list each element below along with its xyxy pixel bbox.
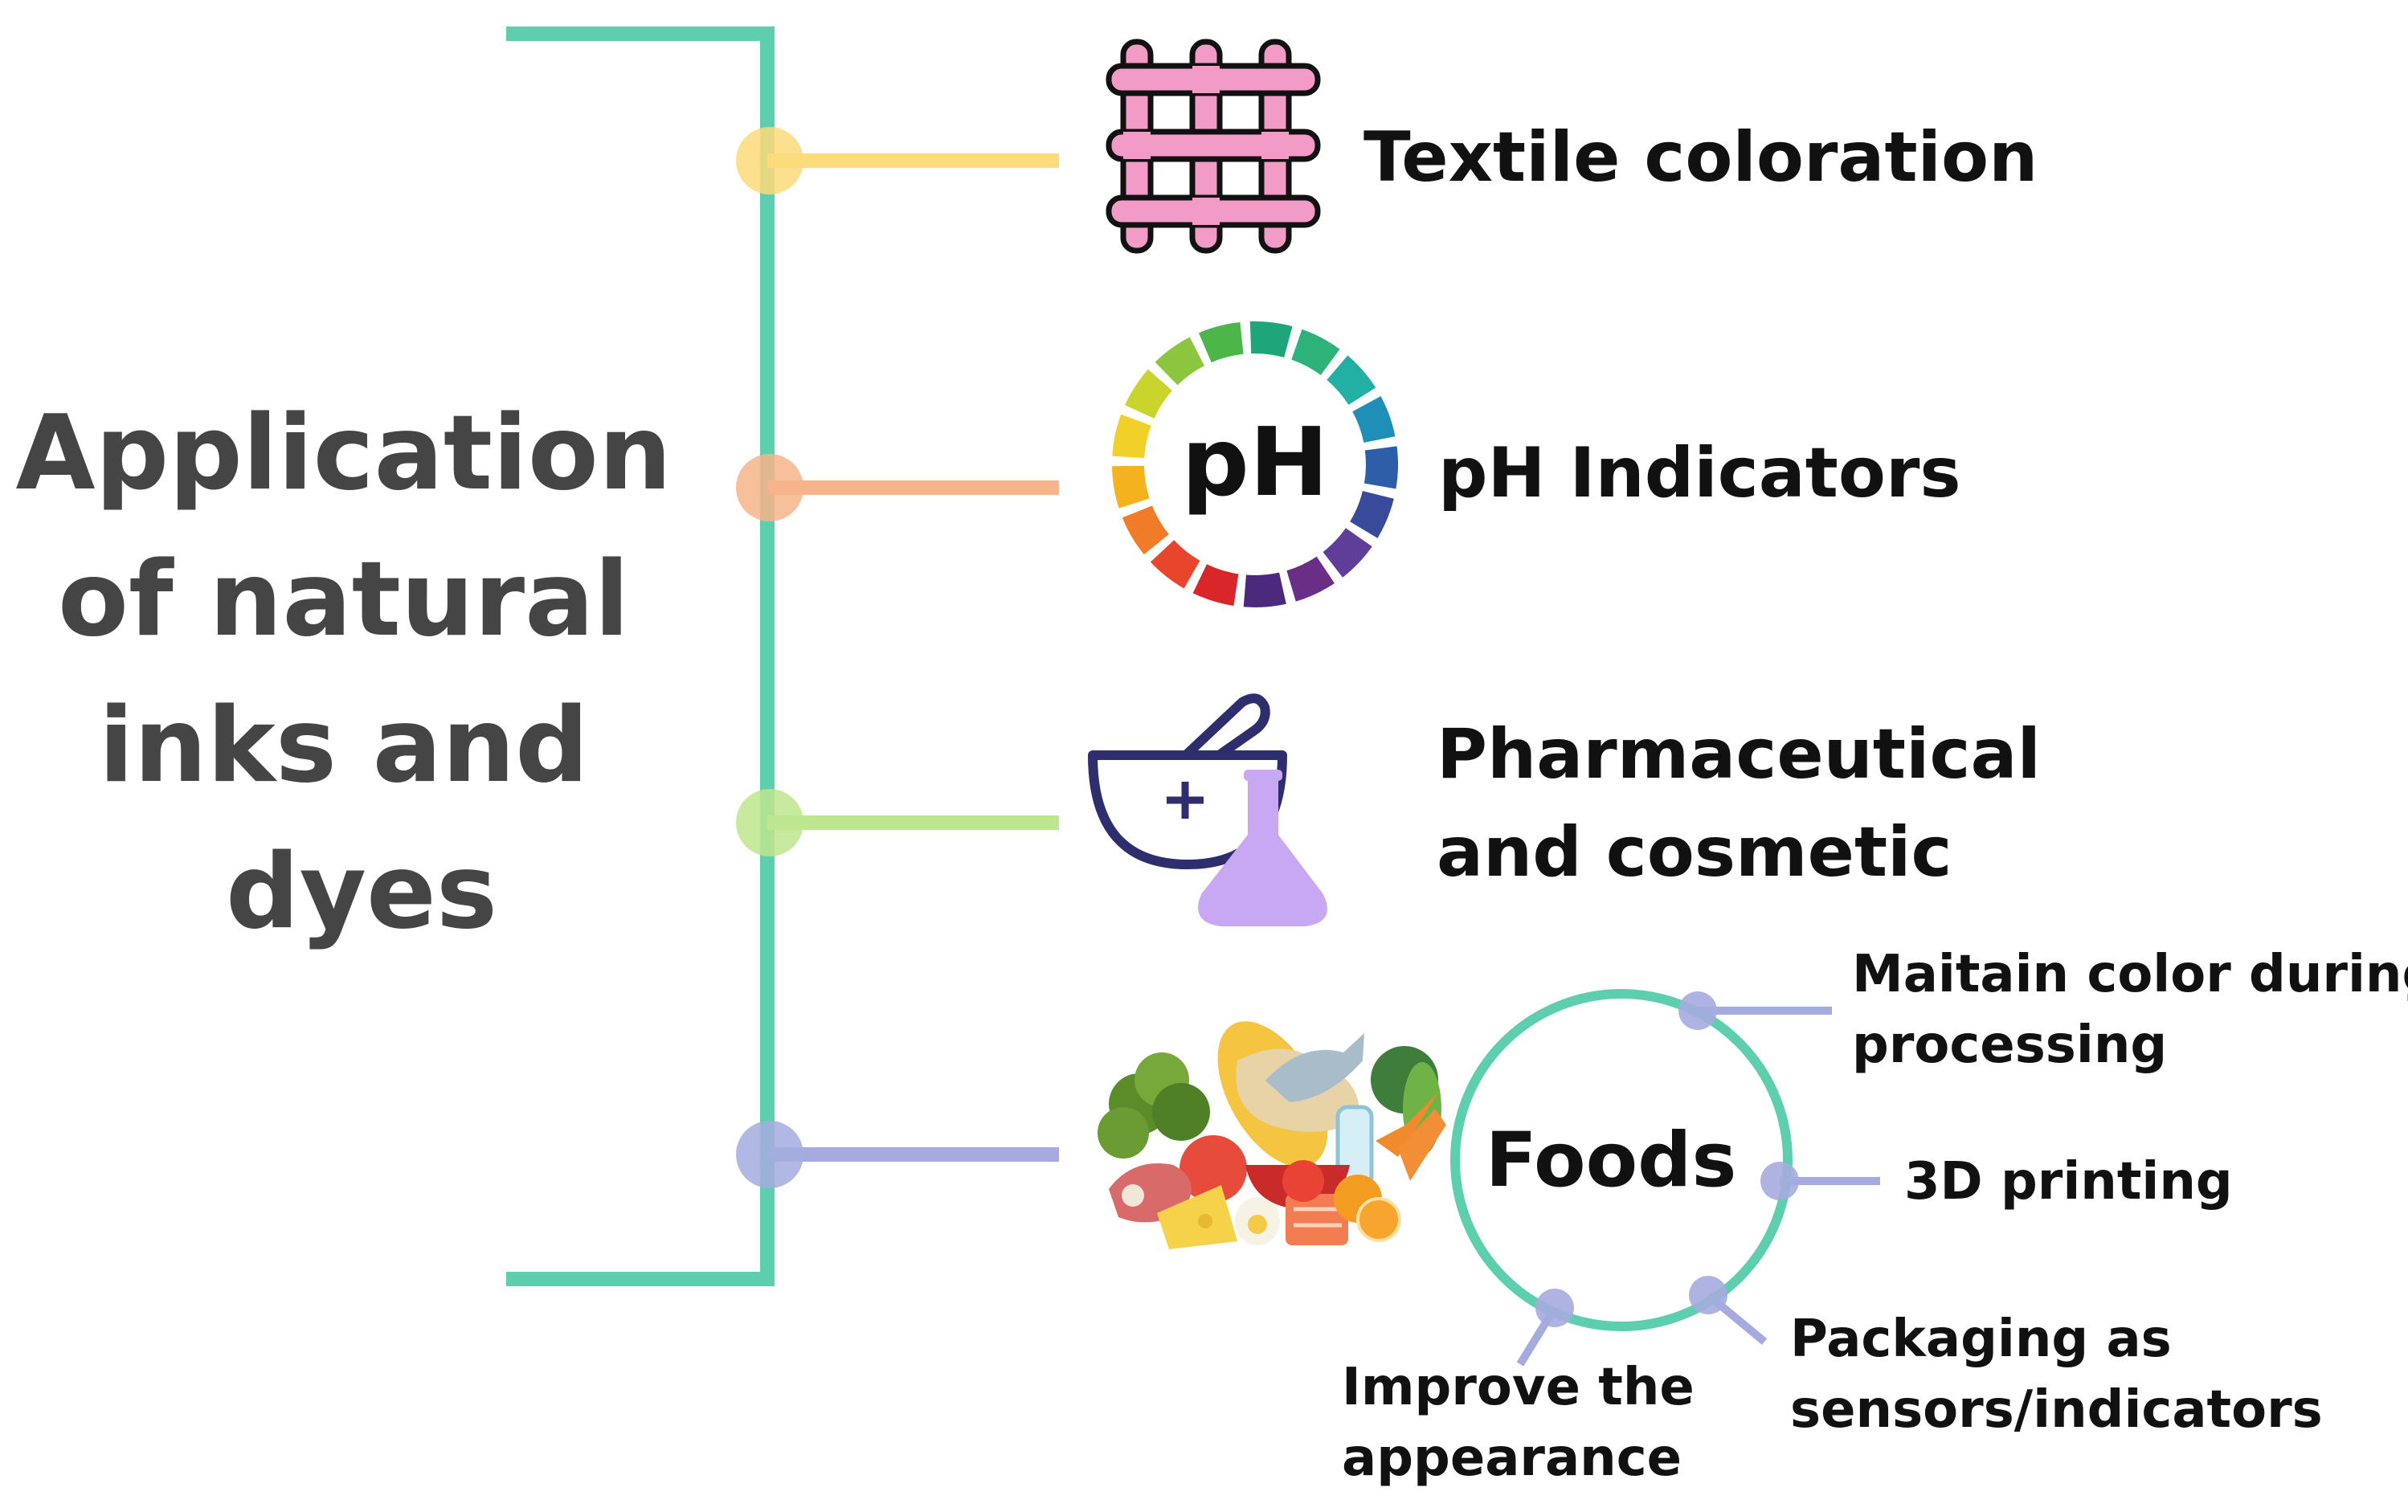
food-pile-icon [1098,1021,1446,1249]
sub-node [1535,1289,1574,1327]
label-packaging: Packaging as sensors/indicators [1790,1310,2323,1440]
woven-fabric-icon [1106,39,1321,254]
sub-node [1678,991,1717,1030]
branch-node [736,789,803,856]
ph-wheel-segment [1112,414,1151,459]
title-line-3: inks and [99,686,589,806]
main-title: Application of natural inks and dyes [16,394,708,952]
ph-wheel-segment [1327,355,1376,405]
branch-node [736,454,803,521]
label-improve-appearance: Improve the appearance [1342,1358,1712,1488]
ph-wheel-segment [1352,396,1396,443]
mortar-flask-icon [1088,693,1327,926]
ph-wheel-segment [1363,446,1398,489]
ph-wheel-segment [1286,556,1335,602]
ph-wheel-segment [1192,564,1239,607]
branch-pharma [736,789,1059,856]
label-3d-printing: 3D printing [1904,1152,2233,1212]
branch-node [736,127,803,194]
ph-wheel-segment [1323,528,1372,578]
label-pharmaceutical-cosmetic: Pharmaceutical and cosmetic [1437,714,2065,893]
ph-wheel-segment [1249,321,1293,358]
ph-wheel-segment [1122,505,1169,555]
title-line-4: dyes [226,832,497,952]
ph-wheel-segment [1198,321,1244,363]
ph-wheel-segment [1150,540,1200,589]
sub-node [1689,1276,1727,1314]
branch-textile [736,127,1059,194]
title-line-2: of natural [58,540,629,660]
foods-cluster: Foods [1450,989,1880,1367]
branch-ph [736,454,1059,521]
sub-node [1760,1162,1799,1200]
title-line-1: Application [16,394,672,513]
label-maintain-color: Maitain color during processing [1852,945,2408,1075]
ph-wheel-segment [1124,369,1172,419]
foods-label: Foods [1486,1117,1737,1204]
ph-wheel-segment [1155,337,1204,386]
ph-icon-text: pH [1181,407,1328,517]
main-bracket [506,27,775,1286]
ph-wheel-segment [1243,572,1286,607]
foods-ring [1450,989,1793,1331]
label-ph-indicators: pH Indicators [1438,433,1961,513]
ph-wheel-icon: pH [1112,321,1398,607]
ph-wheel-segment [1291,329,1340,375]
branch-foods [736,1121,1059,1188]
branch-node [736,1121,803,1188]
ph-wheel-segment [1350,491,1394,538]
label-textile-coloration: Textile coloration [1363,117,2038,198]
ph-wheel-segment [1112,465,1150,509]
